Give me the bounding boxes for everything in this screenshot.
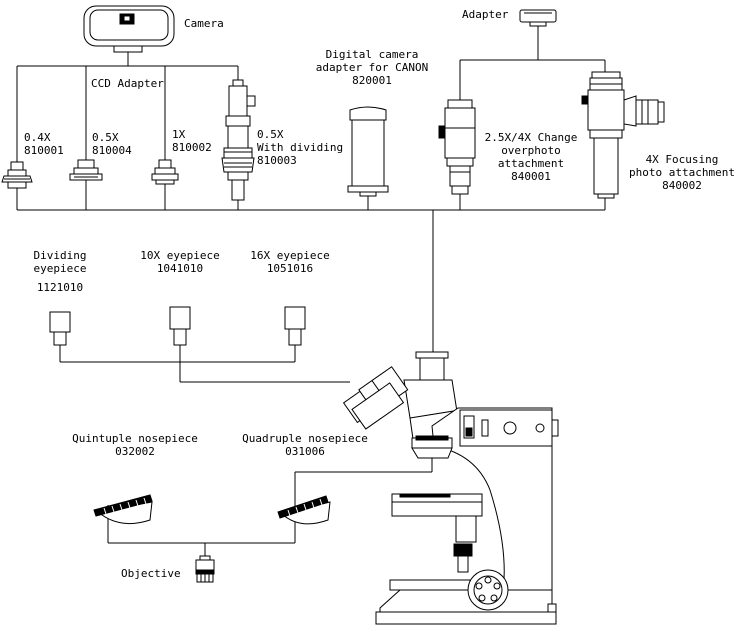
objective-label: Objective: [121, 567, 181, 580]
camera-label: Camera: [184, 17, 224, 30]
dividing-eyepiece-label: Dividing eyepiece 1121010: [33, 249, 87, 294]
adapter-05x-icon: [69, 159, 103, 181]
digital-camera-adapter-icon: [347, 106, 389, 197]
eyepiece-16x-icon: [284, 306, 306, 346]
camera-icon: [83, 5, 175, 53]
eyepiece-10x-icon: [169, 306, 191, 346]
quintuple-nosepiece-label: Quintuple nosepiece 032002: [72, 432, 198, 458]
adapter-04x-icon: [1, 161, 33, 189]
digital-camera-adapter-label: Digital camera adapter for CANON 820001: [315, 48, 429, 87]
eyepiece-16x-label: 16X eyepiece 1051016: [250, 249, 330, 275]
adapter-label: Adapter: [462, 8, 509, 21]
ccd-adapter-label: CCD Adapter: [91, 77, 164, 90]
focusing-photo-attachment-icon: [581, 71, 665, 199]
adapter-1x-label: 1X 810002: [172, 128, 212, 154]
quadruple-nosepiece-icon: [277, 495, 331, 525]
adapter-05x-label: 0.5X 810004: [92, 131, 132, 157]
quintuple-nosepiece-icon: [93, 494, 153, 525]
objective-icon: [195, 555, 215, 583]
adapter-05x-dividing-label: 0.5X With dividing 810003: [257, 128, 344, 167]
change-over-attachment-icon: [438, 99, 476, 195]
adapter-icon: [519, 9, 557, 27]
adapter-1x-icon: [151, 159, 179, 185]
focusing-photo-attachment-label: 4X Focusing photo attachment 840002: [629, 153, 735, 192]
microscope-icon: [342, 351, 559, 625]
dividing-eyepiece-icon: [49, 311, 71, 346]
change-over-attachment-label: 2.5X/4X Change overphoto attachment 8400…: [484, 131, 578, 183]
quadruple-nosepiece-label: Quadruple nosepiece 031006: [242, 432, 368, 458]
adapter-04x-label: 0.4X 810001: [24, 131, 64, 157]
connector-lines: [16, 24, 606, 556]
eyepiece-10x-label: 10X eyepiece 1041010: [140, 249, 220, 275]
adapter-05x-dividing-icon: [221, 79, 256, 201]
